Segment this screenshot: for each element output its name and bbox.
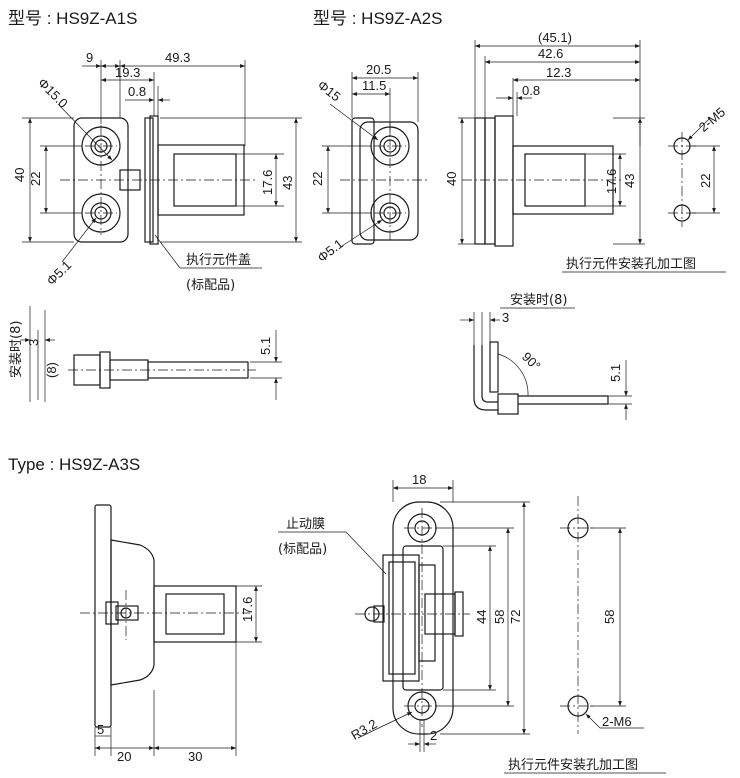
a1s-front-view: 9 49.3 19.3 0.8 Φ15.0 40 22 17.6 43 Φ5.1…	[12, 50, 302, 293]
a3s-dim-44: 44	[474, 610, 489, 624]
a3s-dim-2: 2	[430, 728, 437, 743]
a3s-callout-standard: (标配品)	[278, 542, 327, 557]
a2s-side-installed: 安装时(8)	[510, 293, 567, 308]
a2s-dim-17-6: 17.6	[604, 169, 619, 194]
a3s-mount-spacing: 58	[602, 610, 617, 624]
a3s-mount-caption: 执行元件安装孔加工图	[508, 758, 638, 773]
a3s-mount-thread: 2-M6	[602, 714, 632, 729]
a2s-side-5-1: 5.1	[608, 364, 623, 382]
a1s-dim-0-8: 0.8	[128, 84, 146, 99]
a1s-callout-cover: 执行元件盖	[186, 253, 251, 268]
a1s-callout-standard: (标配品)	[186, 278, 235, 293]
a3s-side-view: 17.6 5 20 30	[80, 504, 262, 764]
a2s-dim-22: 22	[310, 172, 325, 186]
a2s-right-view: 40 (45.1) 42.6 12.3 0.8 17.6 43	[444, 30, 645, 247]
a1s-dim-17-6: 17.6	[260, 170, 275, 195]
a1s-dim-49-3: 49.3	[165, 50, 190, 65]
a3s-dim-30: 30	[188, 749, 202, 764]
a3s-dim-18: 18	[412, 472, 426, 487]
a1s-side-8: (8)	[44, 362, 59, 378]
a3s-callout-stop-film: 止动膜	[286, 517, 325, 532]
a2s-dim-43: 43	[622, 174, 637, 188]
a2s-dim-40: 40	[444, 172, 459, 186]
a2s-mount-thread: 2-M5	[696, 104, 728, 135]
a2s-side-angle: 90°	[519, 349, 544, 374]
a2s-dim-phi5-1: Φ5.1	[314, 236, 346, 265]
a1s-dim-19-3: 19.3	[115, 65, 140, 80]
a3s-dim-58: 58	[492, 610, 507, 624]
a1s-dim-40: 40	[12, 168, 27, 182]
a1s-side-view: 安装时(8) 3 (8) 5.1	[9, 306, 282, 402]
a2s-dim-11-5: 11.5	[362, 78, 386, 93]
title-a2s: 型号 : HS9Z-A2S	[313, 9, 442, 28]
a1s-dim-phi15: Φ15.0	[35, 75, 71, 111]
a2s-dim-45-1: (45.1)	[538, 30, 572, 45]
a2s-side-3: 3	[502, 310, 509, 325]
a3s-dim-72: 72	[508, 610, 523, 624]
a2s-mount-caption: 执行元件安装孔加工图	[566, 257, 696, 272]
title-a1s: 型号 : HS9Z-A1S	[8, 9, 137, 28]
a3s-dim-5: 5	[97, 722, 104, 737]
a2s-dim-0-8: 0.8	[522, 83, 540, 98]
a1s-dim-9: 9	[86, 50, 93, 65]
a3s-dim-r3-2: R3.2	[348, 716, 379, 743]
a2s-dim-42-6: 42.6	[538, 46, 563, 61]
a2s-front-view: 20.5 11.5 Φ15 22 Φ5.1	[310, 62, 428, 265]
a1s-dim-43: 43	[280, 176, 295, 190]
a1s-dim-22: 22	[28, 172, 43, 186]
a2s-dim-12-3: 12.3	[546, 65, 571, 80]
a1s-side-3: 3	[26, 339, 41, 346]
a1s-side-installed: 安装时(8)	[9, 321, 24, 378]
a3s-front-view: 18 44 58 72 R3.2 2 止动膜 (标配品)	[278, 472, 530, 752]
a2s-mounting-holes: 22 2-M5 执行元件安装孔加工图	[562, 104, 728, 273]
a2s-dim-phi15: Φ15	[315, 77, 344, 104]
a2s-dim-20-5: 20.5	[366, 62, 391, 77]
a3s-mounting-holes: 58 2-M6 执行元件安装孔加工图	[504, 496, 666, 774]
title-a3s: Type : HS9Z-A3S	[8, 455, 140, 474]
a1s-dim-phi5-1: Φ5.1	[44, 258, 75, 289]
a3s-dim-20: 20	[117, 749, 131, 764]
a2s-mount-spacing: 22	[698, 174, 713, 188]
a2s-side-installed-view: 安装时(8) 3 90° 5.1	[460, 293, 632, 420]
a1s-side-5-1: 5.1	[258, 337, 273, 355]
a3s-dim-17-6: 17.6	[240, 597, 255, 622]
